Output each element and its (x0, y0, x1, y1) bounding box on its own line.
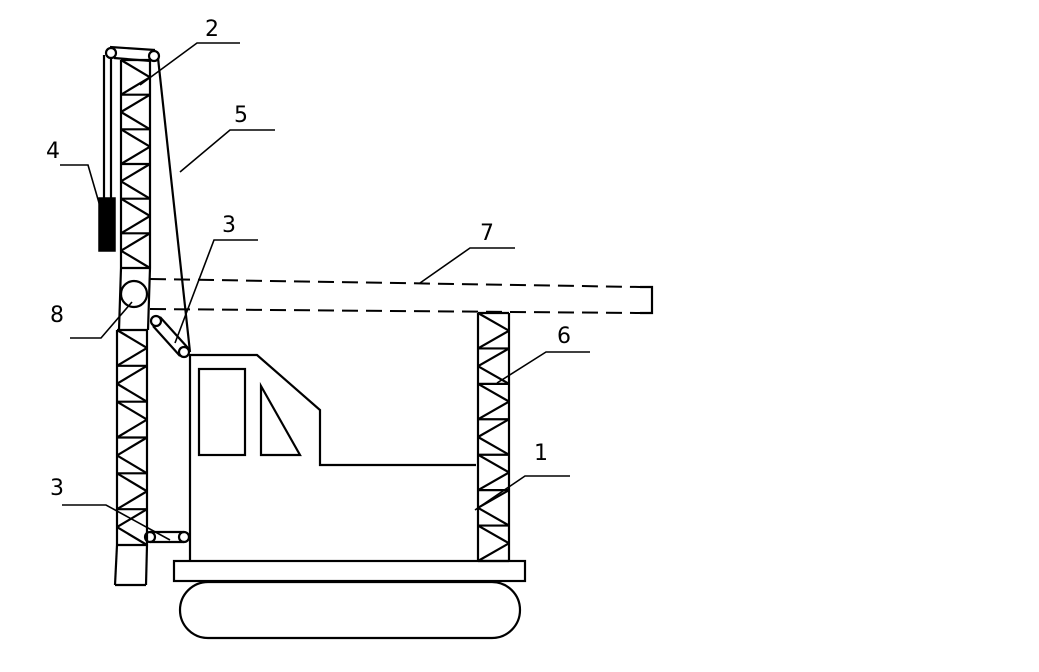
mast-lower-diagonal (116, 382, 148, 403)
callout-2: 2 (205, 17, 219, 42)
crawler-track (178, 580, 522, 640)
upper-strut (149, 314, 191, 359)
mast-lower-diagonal (116, 454, 148, 475)
tower-diagonal (477, 400, 510, 421)
mast-upper-diagonal (120, 145, 151, 165)
tower-diagonal (477, 524, 510, 545)
mast-upper-diagonal (120, 59, 151, 79)
callout-4: 4 (46, 139, 60, 164)
tower-diagonal (477, 506, 510, 527)
mast-upper-diagonal (120, 232, 151, 252)
tower-diagonal (477, 471, 510, 492)
mast-lower-diagonal (116, 418, 148, 439)
mast-leader (113, 58, 152, 587)
pile-hammer (98, 197, 116, 252)
callout-1: 1 (534, 441, 548, 466)
machine-body (188, 353, 476, 561)
chassis-platform (172, 559, 527, 583)
mast-lower-diagonal (116, 436, 148, 457)
tower-diagonal (477, 312, 510, 332)
mast-lower-diagonal (116, 400, 148, 421)
mast-upper-diagonal (120, 215, 151, 235)
mast-upper-diagonal (120, 197, 151, 217)
mast-upper-diagonal (120, 180, 151, 200)
callout-5: 5 (234, 103, 248, 128)
mast-lower-diagonal (116, 472, 148, 493)
mast-lower-diagonal (116, 346, 148, 367)
callout-3-lower: 3 (50, 476, 64, 501)
backstay-rope (156, 57, 192, 353)
tower-diagonal (477, 453, 510, 474)
mast-lower-diagonal (116, 364, 148, 385)
rear-support-tower (476, 311, 511, 563)
mast-chord-mid-right (146, 267, 152, 331)
tower-diagonal (477, 329, 510, 350)
mast-chord-mid-left (117, 267, 123, 331)
tower-diagonal (477, 382, 510, 403)
mast-upper-diagonal (120, 128, 151, 148)
tower-diagonal (477, 347, 510, 368)
tower-diagonal (477, 418, 510, 438)
crown-pulleys (104, 45, 161, 63)
mast-upper-diagonal (120, 163, 151, 183)
tower-diagonal (477, 542, 510, 562)
mast-lower-diagonal (116, 329, 148, 349)
callout-leaders (60, 42, 590, 541)
callout-7: 7 (480, 221, 494, 246)
mast-lower-diagonal (116, 508, 148, 529)
mast-upper-diagonal (120, 93, 151, 113)
mast-lower-diagonal (116, 526, 148, 546)
tower-diagonal (477, 436, 510, 456)
callout-8: 8 (50, 303, 64, 328)
callout-6: 6 (557, 324, 571, 349)
cab-side-window (259, 381, 302, 457)
callout-3-upper: 3 (222, 213, 236, 238)
mast-foot-left (113, 544, 119, 586)
mast-upper-diagonal (120, 111, 151, 131)
cab-window (197, 367, 247, 457)
mast-foot-right (144, 544, 149, 586)
mast-lower-diagonal (116, 490, 148, 511)
dashed-boom (149, 278, 654, 315)
pivot-joint (119, 279, 149, 309)
tower-diagonal (477, 365, 510, 385)
lower-strut (143, 530, 191, 544)
mast-upper-diagonal (120, 249, 151, 269)
